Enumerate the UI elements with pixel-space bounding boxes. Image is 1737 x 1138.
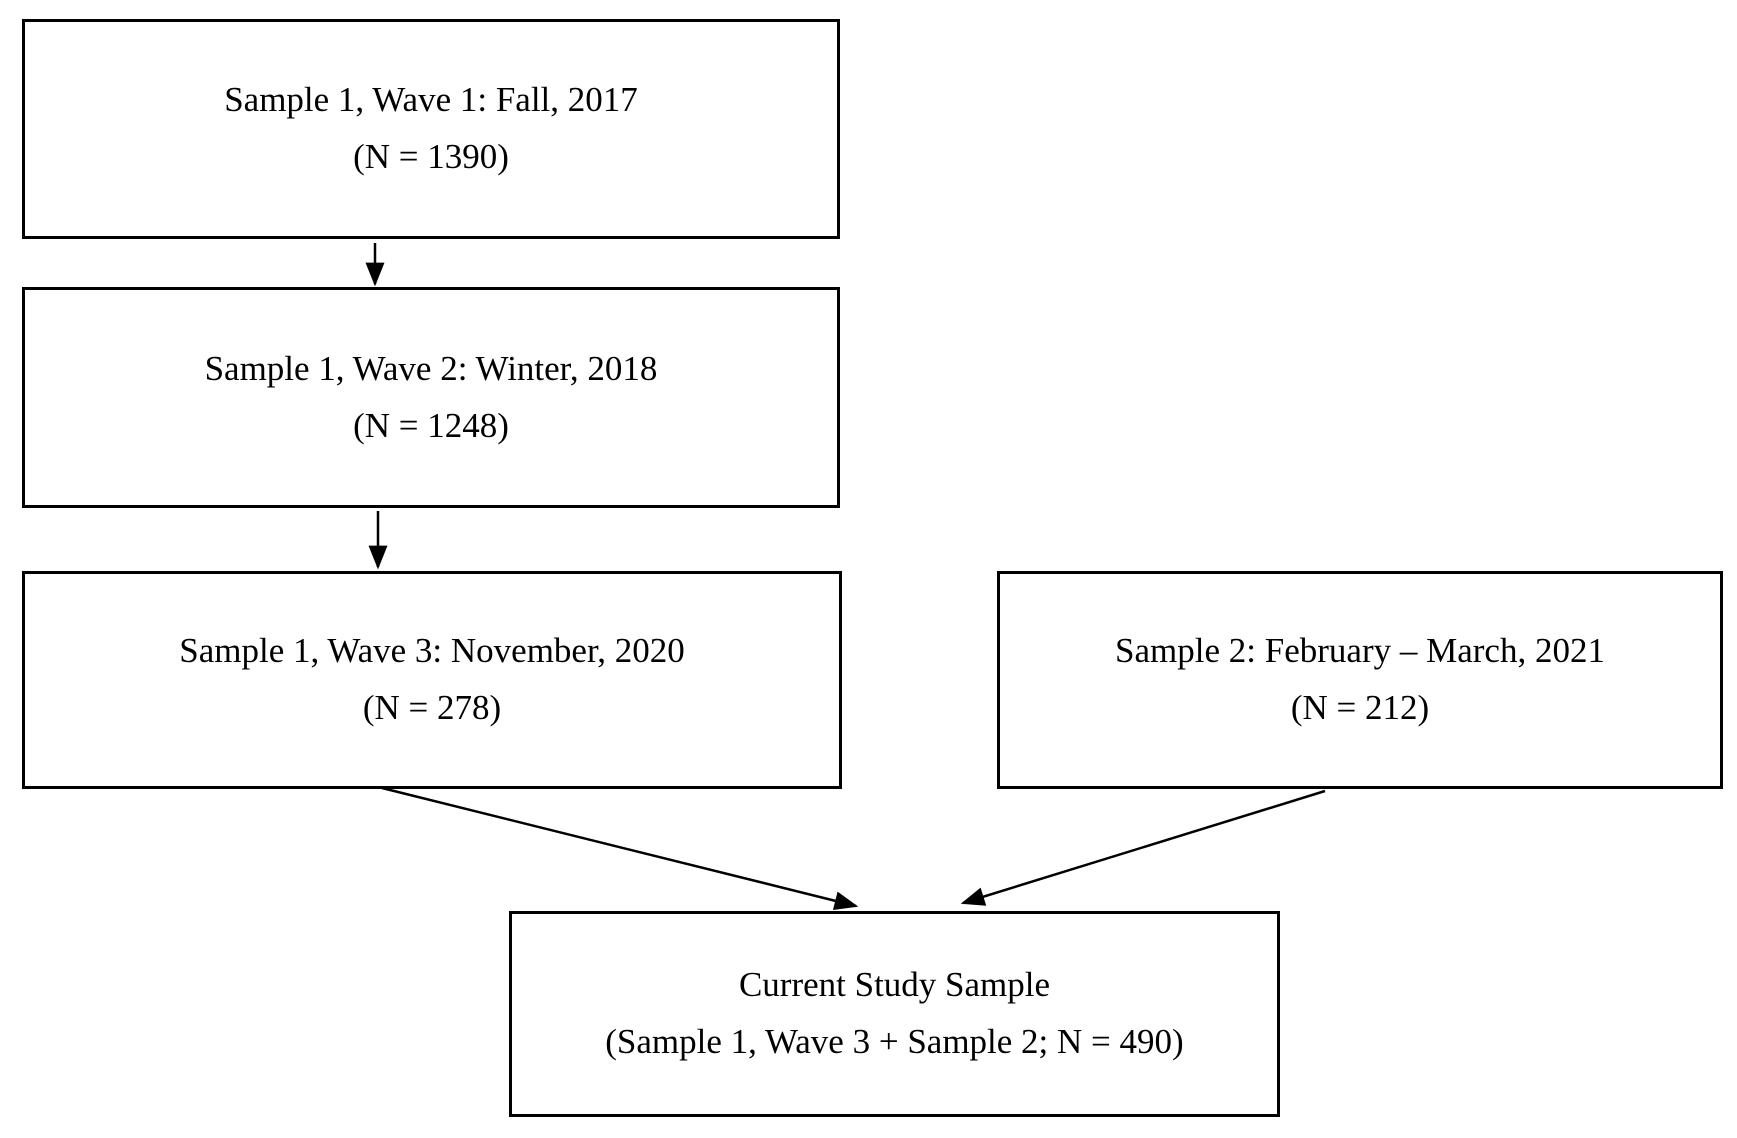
node-sample2-n: (N = 212) — [1290, 688, 1430, 727]
node-sample1-wave1-n: (N = 1390) — [353, 137, 509, 176]
node-sample1-wave1-title: Sample 1, Wave 1: Fall, 2017 — [224, 80, 638, 120]
node-current-study-title: Current Study Sample — [738, 965, 1051, 1005]
node-current-study-n: (Sample 1, Wave 3 + Sample 2; N = 490) — [605, 1022, 1184, 1061]
node-sample1-wave1: Sample 1, Wave 1: Fall, 2017 (N = 1390) — [22, 19, 840, 239]
node-sample1-wave2-n: (N = 1248) — [353, 405, 509, 445]
node-current-study: Current Study Sample (Sample 1, Wave 3 +… — [509, 911, 1280, 1117]
node-sample2: Sample 2: February – March, 2021 (N = 21… — [997, 571, 1723, 789]
node-sample1-wave3: Sample 1, Wave 3: November, 2020 (N = 27… — [22, 571, 842, 789]
node-sample2-title: Sample 2: February – March, 2021 — [1115, 631, 1605, 671]
arrow-wave3-to-current-icon — [381, 786, 859, 911]
node-sample1-wave3-title: Sample 1, Wave 3: November, 2020 — [179, 631, 685, 671]
node-sample1-wave2: Sample 1, Wave 2: Winter, 2018 (N = 1248… — [22, 287, 840, 508]
node-sample1-wave2-title: Sample 1, Wave 2: Winter, 2018 — [204, 348, 658, 388]
node-sample1-wave3-n: (N = 278) — [362, 688, 502, 727]
arrow-sample2-to-current-icon — [960, 789, 1326, 906]
